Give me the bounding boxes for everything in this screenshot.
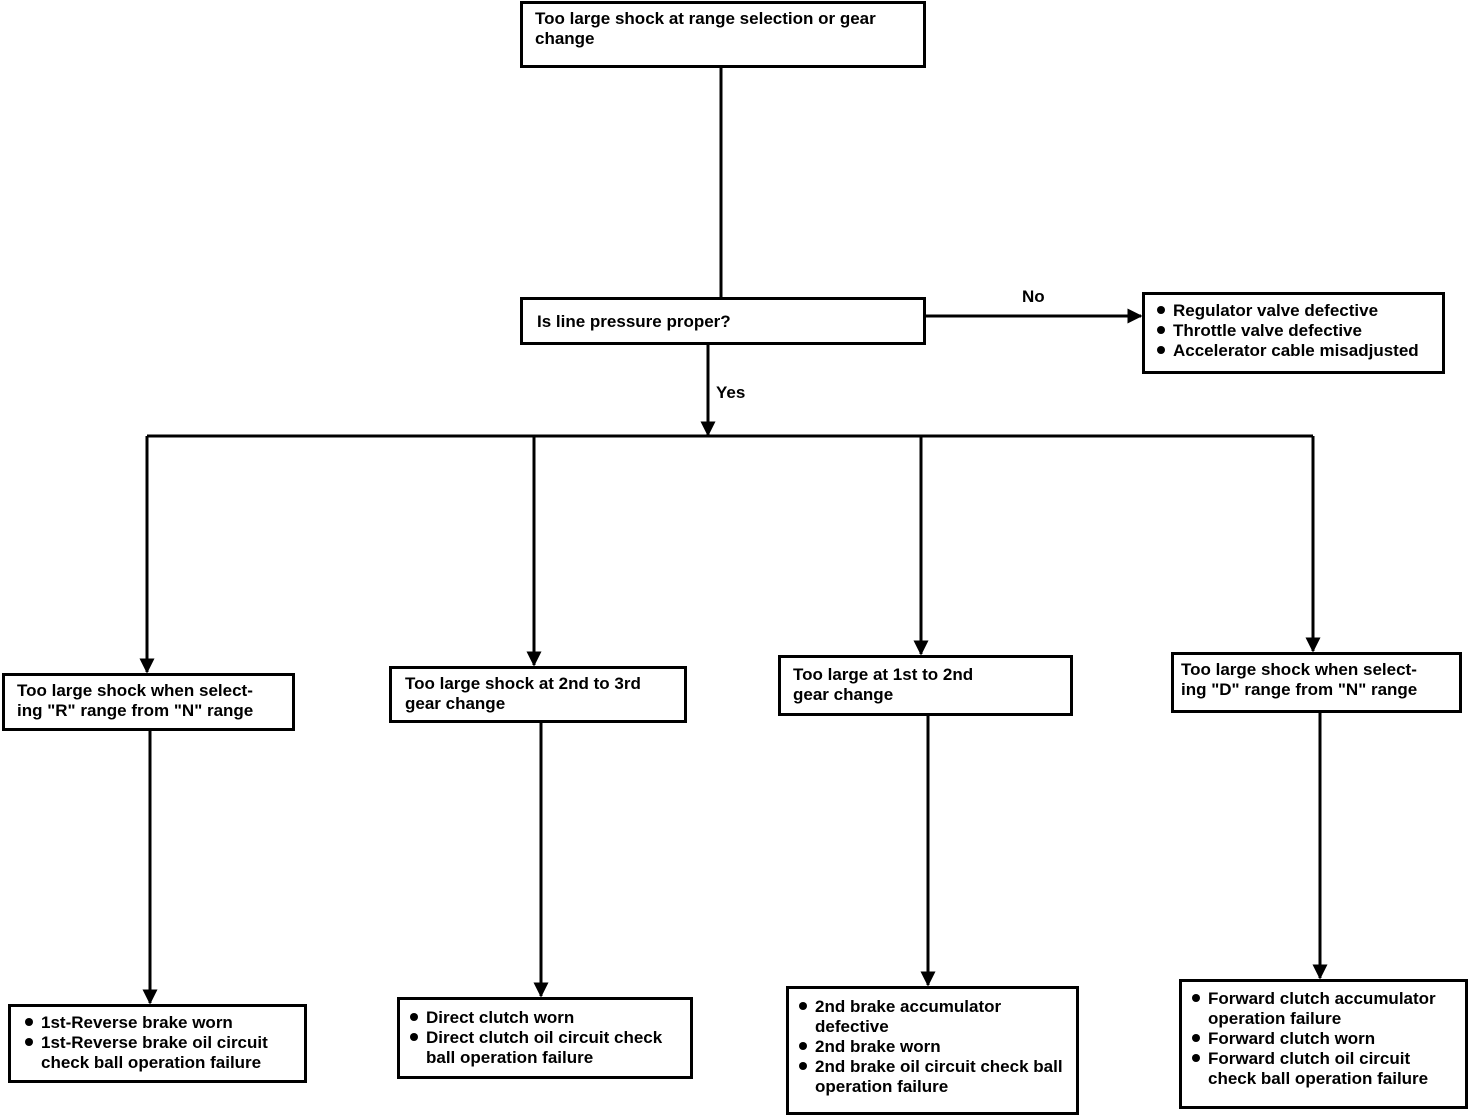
cause-item: 2nd brake accumulator defective [795, 997, 1070, 1037]
cause-item: 2nd brake worn [795, 1037, 1070, 1057]
symptom-box-3: Too large at 1st to 2nd gear change [778, 655, 1073, 716]
cause-item: Forward clutch worn [1188, 1029, 1459, 1049]
symptom-text: Too large shock when select- ing "D" ran… [1181, 660, 1418, 699]
no-label: No [1022, 287, 1045, 306]
cause-item: Direct clutch worn [406, 1008, 684, 1028]
start-text: Too large shock at range selection or ge… [535, 9, 876, 48]
cause-item: Regulator valve defective [1153, 301, 1434, 321]
causes-box-4: Forward clutch accumulator operation fai… [1179, 979, 1468, 1109]
causes-list-1: 1st-Reverse brake worn 1st-Reverse brake… [21, 1013, 294, 1073]
cause-item: 1st-Reverse brake worn [21, 1013, 294, 1033]
question-box: Is line pressure proper? [520, 297, 926, 345]
causes-list-2: Direct clutch worn Direct clutch oil cir… [406, 1008, 684, 1068]
symptom-box-1: Too large shock when select- ing "R" ran… [2, 673, 295, 731]
symptom-text: Too large shock when select- ing "R" ran… [17, 681, 254, 720]
cause-item: Throttle valve defective [1153, 321, 1434, 341]
causes-box-3: 2nd brake accumulator defective 2nd brak… [786, 986, 1079, 1115]
causes-list-4: Forward clutch accumulator operation fai… [1188, 989, 1459, 1089]
no-causes-box: Regulator valve defective Throttle valve… [1142, 292, 1445, 374]
no-causes-list: Regulator valve defective Throttle valve… [1153, 301, 1434, 361]
causes-box-1: 1st-Reverse brake worn 1st-Reverse brake… [8, 1004, 307, 1083]
causes-list-3: 2nd brake accumulator defective 2nd brak… [795, 997, 1070, 1097]
symptom-box-2: Too large shock at 2nd to 3rd gear chang… [389, 666, 687, 723]
question-text: Is line pressure proper? [537, 312, 731, 331]
cause-item: Accelerator cable misadjusted [1153, 341, 1434, 361]
symptom-box-4: Too large shock when select- ing "D" ran… [1171, 652, 1462, 713]
cause-item: Direct clutch oil circuit check ball ope… [406, 1028, 684, 1068]
symptom-text: Too large shock at 2nd to 3rd gear chang… [405, 674, 641, 713]
cause-item: Forward clutch accumulator operation fai… [1188, 989, 1459, 1029]
causes-box-2: Direct clutch worn Direct clutch oil cir… [397, 997, 693, 1079]
cause-item: Forward clutch oil circuit check ball op… [1188, 1049, 1459, 1089]
yes-label: Yes [716, 383, 746, 402]
symptom-text: Too large at 1st to 2nd gear change [793, 665, 974, 704]
cause-item: 2nd brake oil circuit check ball operati… [795, 1057, 1070, 1097]
cause-item: 1st-Reverse brake oil circuit check ball… [21, 1033, 294, 1073]
start-box: Too large shock at range selection or ge… [520, 1, 926, 68]
